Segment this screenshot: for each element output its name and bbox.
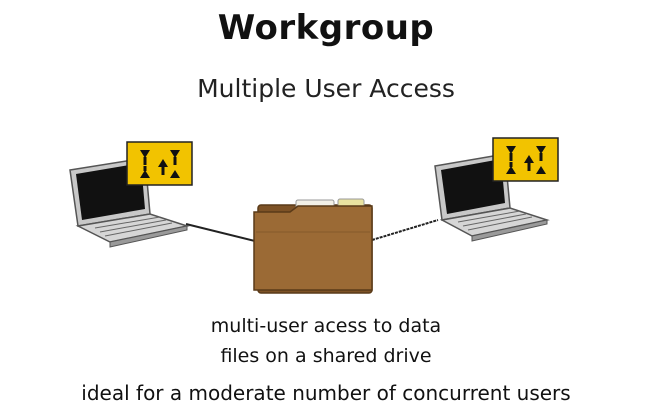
caption-line-1: multi-user acess to data [210,315,442,337]
connection-line-left [185,223,256,242]
connection-line-right [371,219,439,241]
footer-caption: ideal for a moderate number of concurren… [81,381,571,405]
right-transfer-arrows-icon [492,137,559,182]
right-laptop-icon [434,153,550,242]
page-subtitle: Multiple User Access [197,74,455,103]
shared-folder-icon [253,198,373,294]
page-title: Workgroup [217,8,435,48]
left-transfer-arrows-icon [126,141,193,186]
caption-line-2: files on a shared drive [220,345,432,367]
